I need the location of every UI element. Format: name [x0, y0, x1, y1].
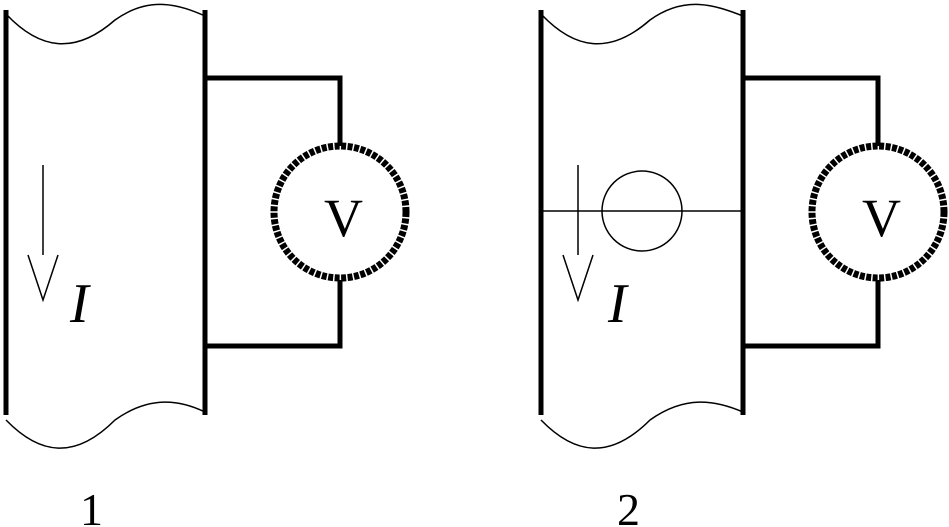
- current-arrow-2: I: [562, 165, 629, 335]
- current-symbol-2: I: [607, 273, 629, 335]
- figure-1: V I 1: [3, 3, 410, 527]
- conductor-2-bottom-break: [540, 401, 744, 449]
- current-arrow-2-head: [562, 254, 594, 303]
- voltmeter-1-ring: [270, 142, 410, 282]
- figure-1-label: 1: [80, 484, 103, 527]
- current-arrow-1: I: [27, 165, 91, 335]
- current-arrow-1-head: [27, 254, 59, 303]
- voltmeter-2-ring: [808, 142, 948, 282]
- voltmeter-2: V: [808, 142, 948, 282]
- conductor-2-top-break: [540, 3, 744, 45]
- voltmeter-1: V: [270, 142, 410, 282]
- current-symbol-1: I: [69, 273, 91, 335]
- lead-1-top: [205, 75, 343, 146]
- lead-2-bottom: [743, 280, 881, 349]
- figure-2: V I 2: [538, 3, 948, 527]
- lead-1-bottom: [205, 280, 343, 349]
- lead-2-top: [743, 75, 881, 146]
- voltmeter-1-symbol: V: [324, 188, 363, 248]
- voltmeter-2-symbol: V: [862, 188, 901, 248]
- conductor-1-bottom-break: [5, 401, 206, 449]
- probe-2: [541, 170, 743, 252]
- conductor-1-top-break: [5, 3, 206, 45]
- figure-2-label: 2: [617, 484, 640, 527]
- probe-2-circle: [601, 170, 683, 252]
